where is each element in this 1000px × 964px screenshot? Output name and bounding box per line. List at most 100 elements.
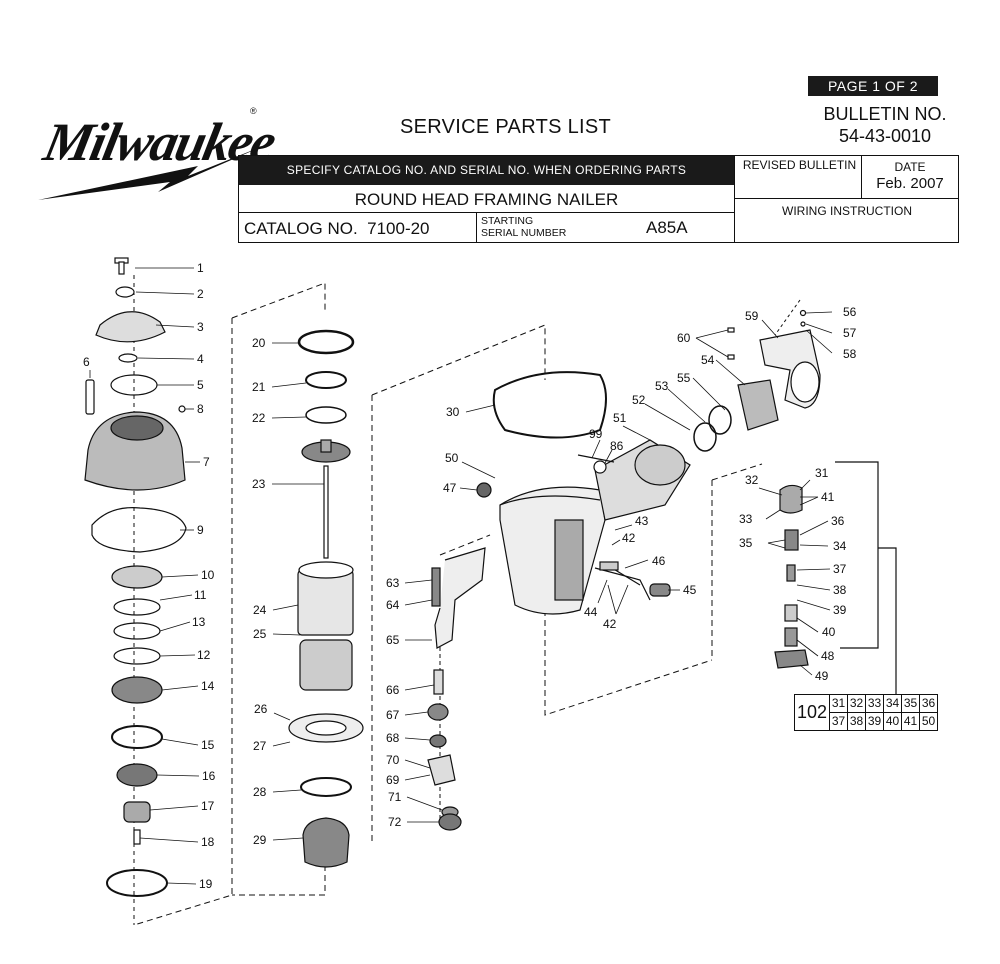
callout-66: 66	[386, 683, 400, 697]
callout-71: 71	[388, 790, 402, 804]
callout-15: 15	[201, 738, 215, 752]
callout-1: 1	[197, 261, 204, 275]
callout-48: 48	[821, 649, 835, 663]
middle-column-parts	[288, 329, 364, 868]
callout-53: 53	[655, 379, 669, 393]
part-cap	[95, 311, 166, 343]
callout-26: 26	[254, 702, 268, 716]
callout-6: 6	[83, 355, 90, 369]
part-piston-ring	[111, 676, 163, 704]
kit-cell: 37	[829, 712, 848, 731]
assembly-guide	[232, 855, 326, 896]
part-o-ring	[113, 647, 161, 665]
part-o-ring	[106, 869, 168, 897]
date-value: Feb. 2007	[876, 175, 944, 192]
part-ring	[111, 725, 163, 749]
callout-54: 54	[701, 353, 715, 367]
kit-cell: 38	[847, 712, 866, 731]
callout-59: 59	[745, 309, 759, 323]
svg-text:®: ®	[250, 106, 257, 116]
kit-cell: 40	[883, 712, 902, 731]
part-pin	[133, 829, 141, 845]
callout-20: 20	[252, 336, 266, 350]
callout-28: 28	[253, 785, 267, 799]
callout-17: 17	[201, 799, 215, 813]
callout-42b: 42	[603, 617, 617, 631]
kit-table: 102 31 32 33 34 35 36 37 38 39 40 41 50	[794, 694, 938, 731]
callout-33: 33	[739, 512, 753, 526]
callout-18: 18	[201, 835, 215, 849]
callout-24: 24	[253, 603, 267, 617]
kit-cell: 39	[865, 712, 884, 731]
callout-86: 86	[610, 439, 624, 453]
serial-value: A85A	[646, 218, 688, 237]
divider	[861, 156, 862, 198]
part-callouts: 1 2 3 4 5 6 7 8 9 10 11 12 13 14 15 16 1…	[83, 261, 857, 891]
callout-5: 5	[197, 378, 204, 392]
callout-30: 30	[446, 405, 460, 419]
callout-57: 57	[843, 326, 857, 340]
callout-67: 67	[386, 708, 400, 722]
divider	[734, 198, 959, 199]
part-washer	[115, 286, 135, 298]
callout-31: 31	[815, 466, 829, 480]
callout-70: 70	[386, 753, 400, 767]
kit-cell: 31	[829, 694, 848, 713]
wiring-instruction-label: WIRING INSTRUCTION	[782, 204, 912, 218]
leader-lines	[89, 267, 833, 885]
kit-cell: 50	[919, 712, 938, 731]
part-o-ring	[113, 598, 161, 616]
part-screw	[118, 261, 125, 275]
callout-52: 52	[632, 393, 646, 407]
callout-8: 8	[197, 402, 204, 416]
callout-34: 34	[833, 539, 847, 553]
callout-45: 45	[683, 583, 697, 597]
revised-bulletin-label: REVISED BULLETIN	[742, 158, 857, 172]
callout-13: 13	[192, 615, 206, 629]
callout-63: 63	[386, 576, 400, 590]
callout-38: 38	[833, 583, 847, 597]
assembly-guide	[231, 282, 326, 319]
kit-cell: 33	[865, 694, 884, 713]
callout-64: 64	[386, 598, 400, 612]
callout-68: 68	[386, 731, 400, 745]
assembly-guide	[711, 463, 763, 481]
kit-bracket	[878, 547, 897, 694]
callout-10: 10	[201, 568, 215, 582]
part-ring	[118, 353, 138, 363]
part-cap-top	[110, 415, 164, 441]
callout-55: 55	[677, 371, 691, 385]
callout-65: 65	[386, 633, 400, 647]
kit-cell: 35	[901, 694, 920, 713]
part-o-ring	[113, 622, 161, 640]
callout-43: 43	[635, 514, 649, 528]
part-gasket	[91, 507, 187, 553]
part-bushing	[123, 801, 151, 823]
assembly-guide	[439, 534, 491, 556]
callout-29: 29	[253, 833, 267, 847]
callout-41: 41	[821, 490, 835, 504]
callout-47: 47	[443, 481, 457, 495]
assembly-guide	[544, 610, 713, 716]
callout-51: 51	[613, 411, 627, 425]
callout-16: 16	[202, 769, 216, 783]
callout-3: 3	[197, 320, 204, 334]
callout-37: 37	[833, 562, 847, 576]
callout-50: 50	[445, 451, 459, 465]
callout-27: 27	[253, 739, 267, 753]
part-o-ring	[110, 374, 158, 396]
date-label: DATE	[894, 160, 926, 174]
header-box	[238, 155, 959, 243]
part-pin	[178, 405, 186, 413]
callout-12: 12	[197, 648, 211, 662]
callout-11: 11	[194, 588, 207, 602]
kit-cell: 34	[883, 694, 902, 713]
callout-7: 7	[203, 455, 210, 469]
assembly-guide	[133, 318, 233, 926]
assembly-guide	[774, 299, 801, 336]
kit-number: 102	[794, 694, 830, 731]
callout-9: 9	[197, 523, 204, 537]
ordering-note: SPECIFY CATALOG NO. AND SERIAL NO. WHEN …	[239, 156, 734, 185]
